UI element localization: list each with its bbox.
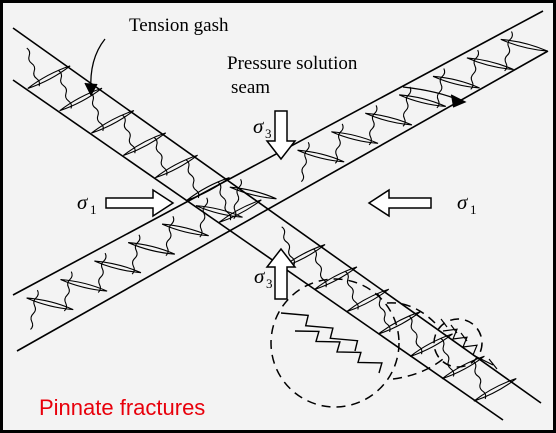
magnifier-large-circle <box>270 278 400 408</box>
pressure-solution-seam <box>217 181 232 221</box>
sigma3-bottom-label: σ 3 <box>254 264 273 291</box>
pinnate-splay <box>460 332 468 342</box>
tension-gash <box>331 131 379 144</box>
pressure-solution-seam <box>470 49 480 90</box>
tension-gash <box>500 38 548 52</box>
pinnate-fracture-trace <box>442 328 478 356</box>
svg-text:σ: σ <box>253 114 265 138</box>
pinnate-splay <box>440 318 448 328</box>
pressure-solution-seam <box>376 293 391 333</box>
tension-gash <box>441 355 485 380</box>
sigma3-bottom-arrow <box>265 247 297 300</box>
tension-gash-leader-head <box>84 82 98 97</box>
tension-gash <box>161 223 209 237</box>
sigma3-top-arrow <box>265 110 297 161</box>
tension-gash <box>473 378 517 402</box>
pressure-solution-seam <box>402 86 412 127</box>
sigma1-left-label: σ 1 <box>77 190 97 217</box>
pressure-solution-seam <box>97 252 107 293</box>
pinnate-fractures-caption: Pinnate fractures <box>39 395 205 420</box>
svg-text:σ: σ <box>457 190 469 214</box>
tension-gash-label: Tension gash <box>129 15 229 36</box>
pinnate-fracture-detail <box>280 312 383 374</box>
svg-text:3: 3 <box>265 126 272 141</box>
pressure-solution-seam <box>504 31 513 72</box>
pressure-solution-seam <box>58 70 72 109</box>
tension-gash <box>409 333 453 357</box>
band-a-features <box>26 47 517 402</box>
small-pinnate-detail <box>440 318 498 370</box>
pinnate-fracture-trace <box>294 330 383 374</box>
pressure-solution-seam <box>30 289 39 330</box>
pinnate-tail <box>472 354 498 370</box>
tension-gash <box>123 132 167 156</box>
pressure-solution-seam <box>301 142 310 183</box>
pressure-solution-seam <box>408 315 423 355</box>
sigma1-left-arrow <box>105 188 175 218</box>
tension-gash <box>466 57 514 71</box>
tension-gash <box>282 244 326 268</box>
tension-gash <box>128 242 176 255</box>
pressure-solution-seam <box>185 159 200 199</box>
pressure-seam-leader-head <box>450 94 467 108</box>
tension-gash <box>94 260 142 274</box>
shear-zone-a-edge-lower <box>12 79 504 421</box>
tension-gash <box>218 199 262 223</box>
magnifier-connector <box>386 302 436 324</box>
pressure-solution-seam <box>436 68 446 109</box>
pressure-solution-label-line2: seam <box>231 77 270 98</box>
pressure-solution-label-line1: Pressure solution <box>227 53 358 74</box>
tension-gash <box>26 297 74 311</box>
pinnate-splay <box>450 324 458 334</box>
pinnate-fracture-trace <box>280 312 359 352</box>
band-b-features <box>26 31 548 330</box>
tension-gash <box>365 112 413 126</box>
tension-gash <box>432 75 480 89</box>
sigma3-top-label: σ 3 <box>253 114 272 141</box>
tension-gash <box>59 87 103 112</box>
svg-text:σ: σ <box>254 264 266 288</box>
sigma1-right-arrow <box>367 188 432 218</box>
tension-gash <box>27 65 71 89</box>
svg-text:3: 3 <box>266 276 273 291</box>
tension-gash <box>154 154 198 179</box>
magnifier-small-ellipse <box>433 318 483 368</box>
pressure-solution-seam <box>63 271 73 312</box>
tension-gash <box>398 94 446 107</box>
pressure-solution-seam <box>233 179 243 220</box>
pressure-solution-seam <box>199 197 209 238</box>
tension-gash <box>297 149 345 163</box>
sigma1-right-label: σ 1 <box>457 190 477 217</box>
tension-gash <box>229 186 277 200</box>
tension-gash <box>186 177 230 201</box>
pressure-solution-seam <box>334 123 344 164</box>
tension-gash <box>195 205 243 218</box>
pressure-solution-seam <box>165 215 175 257</box>
tension-gash <box>346 288 390 313</box>
svg-text:σ: σ <box>77 190 89 214</box>
pressure-solution-seam <box>90 92 104 132</box>
stress-arrows <box>105 110 432 300</box>
pressure-solution-seam <box>281 226 296 266</box>
pressure-solution-seam <box>345 271 359 310</box>
leader-arrows <box>84 38 467 108</box>
svg-text:1: 1 <box>90 202 97 217</box>
pressure-solution-seam <box>440 338 455 377</box>
svg-text:1: 1 <box>470 202 477 217</box>
tension-gash <box>91 110 135 134</box>
pressure-solution-seam <box>472 360 487 400</box>
pressure-solution-seam <box>368 105 378 146</box>
magnified-detail <box>270 278 483 408</box>
pressure-solution-seam <box>26 47 41 87</box>
magnifier-connector-lower <box>392 358 444 380</box>
pressure-solution-seam <box>122 114 136 154</box>
tension-gash <box>314 266 358 290</box>
pressure-solution-seam <box>153 137 168 176</box>
pinnate-fractures-diagram: Tension gash Pressure solution seam σ 3 … <box>3 3 553 430</box>
tension-gash <box>60 278 108 292</box>
pressure-solution-seam <box>131 234 141 275</box>
shear-zone-a-edge-upper <box>12 27 542 404</box>
